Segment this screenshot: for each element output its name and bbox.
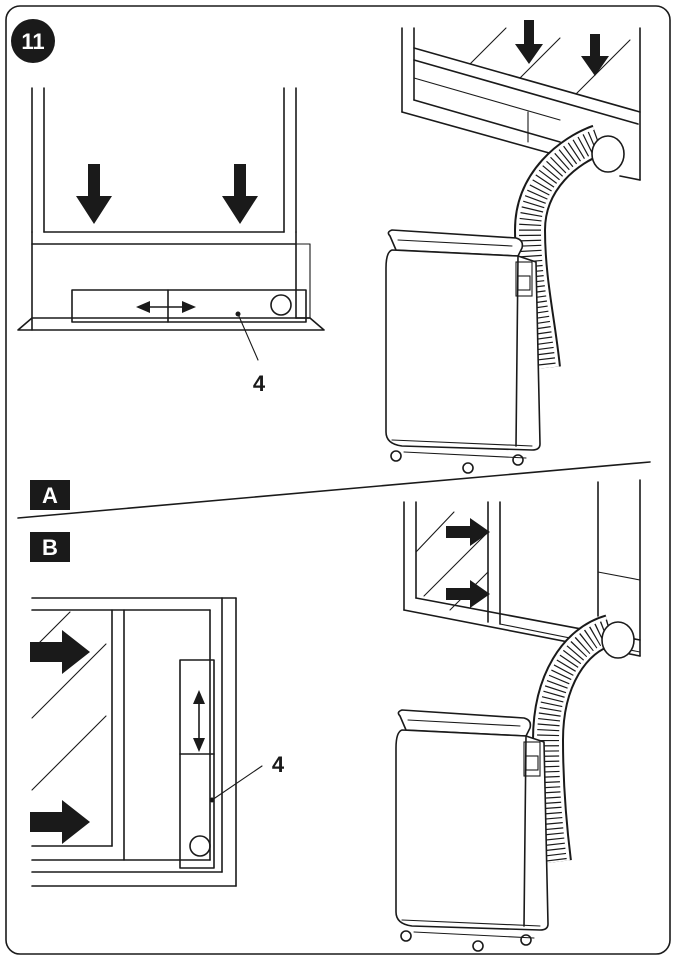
double-arrow-vertical-icon [193,690,205,752]
figure-border [5,5,671,955]
double-arrow-horizontal-icon [136,301,196,313]
hose-port-a [270,294,292,316]
window-kit-panel-a [71,289,307,323]
arrow-right-icon [30,630,90,674]
window-detail-a: 4 [17,87,325,396]
portable-ac-unit-b [395,709,549,952]
section-label-a: A [30,480,70,510]
arrow-right-icon [30,800,90,844]
hose-end-a [591,135,625,173]
exhaust-hose-a [513,124,625,370]
arrow-down-icon [222,164,258,224]
section-letter-a: A [42,483,58,508]
section-label-b: B [30,532,70,562]
arrow-down-icon [581,34,609,76]
step-number: 11 [21,29,44,54]
arrow-right-icon [446,580,490,608]
callout-label: 4 [253,371,266,396]
portable-ac-unit-a [385,229,541,474]
arrow-down-icon [515,20,543,64]
section-letter-b: B [42,535,58,560]
arrow-down-icon [76,164,112,224]
hose-port-b [189,835,211,857]
window-top-right-a [401,20,641,181]
arrow-right-icon [446,518,490,546]
section-divider [17,461,651,519]
callout-label: 4 [272,752,285,777]
step-badge-circle [11,19,55,63]
hose-end-b [601,621,635,659]
step-badge: 11 [11,19,55,63]
window-detail-b: 4 [30,597,285,887]
window-kit-panel-b [179,659,215,869]
exhaust-hose-b [531,614,635,864]
